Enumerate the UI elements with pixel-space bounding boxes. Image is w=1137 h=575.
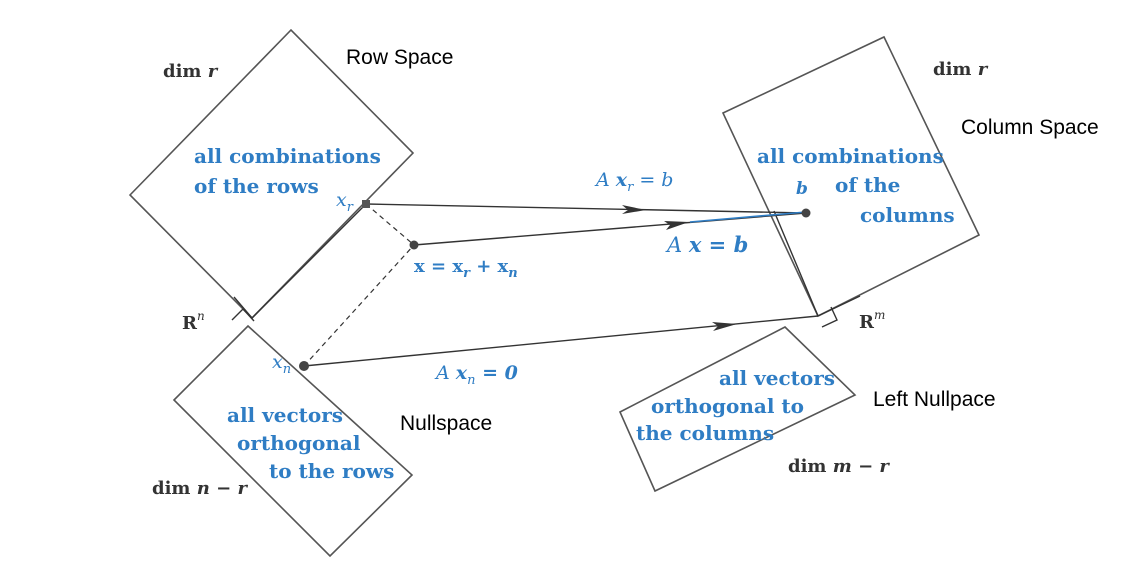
column-space-description-line3: columns xyxy=(860,203,955,227)
axr-equation: A xr = b xyxy=(594,169,673,195)
column-dim-label: dim r xyxy=(933,59,989,80)
arrowhead-x xyxy=(664,221,689,230)
left-nullspace-label: Left Nullpace xyxy=(873,388,996,411)
nullspace-description-line2: orthogonal xyxy=(237,431,361,455)
arrow-xn-to-zero xyxy=(303,315,819,367)
arrowhead-xn xyxy=(712,322,737,331)
nullspace-dim-label: dim n − r xyxy=(152,478,248,499)
nullspace-label: Nullspace xyxy=(400,412,492,435)
left-nullspace-description-line2: orthogonal to xyxy=(651,394,804,418)
rm-label: Rm xyxy=(859,308,885,333)
rn-axis-line xyxy=(251,203,367,319)
nullspace-description-line3: to the rows xyxy=(269,459,394,483)
rn-label: Rn xyxy=(182,309,205,334)
nullspace-description-line1: all vectors xyxy=(227,403,343,427)
xn-label: xn xyxy=(272,351,291,377)
x-point xyxy=(409,240,419,250)
left-nullspace-description-line1: all vectors xyxy=(719,366,835,390)
row-space-description-line1: all combinations xyxy=(194,144,381,168)
left-nullspace-region xyxy=(618,326,857,493)
ax-equation: A x = b xyxy=(665,232,748,257)
xr-point xyxy=(362,200,370,208)
column-space-description-line1: all combinations xyxy=(757,144,944,168)
rm-stub-line xyxy=(817,295,861,317)
left-nullspace-gap xyxy=(626,415,642,449)
row-space-label: Row Space xyxy=(346,46,453,69)
xr-label: xr xyxy=(336,189,354,215)
dashed-xr-to-x xyxy=(365,203,415,246)
row-space-region xyxy=(128,28,415,320)
left-nullspace-dim-label: dim m − r xyxy=(788,456,890,477)
b-point xyxy=(801,208,811,218)
axn-equation: A xn = 0 xyxy=(434,362,518,388)
x-decomposition-label: x = xr + xn xyxy=(414,256,518,281)
arrow-xr-to-b xyxy=(365,203,807,214)
blue-b-segment xyxy=(689,211,807,223)
left-nullspace-description-line3: the columns xyxy=(636,421,774,445)
column-space-description-line2: of the xyxy=(835,173,900,197)
right-angle-mark-rn xyxy=(231,307,255,322)
xn-point xyxy=(299,361,309,371)
arrowhead-xr xyxy=(622,205,646,214)
dashed-xn-to-x xyxy=(303,244,415,367)
b-label: b xyxy=(796,179,808,199)
nullspace-region xyxy=(172,324,414,558)
column-space-label: Column Space xyxy=(961,116,1099,139)
right-angle-mark-rm xyxy=(821,306,838,328)
rn-stub-line xyxy=(233,296,253,319)
row-space-description-line2: of the rows xyxy=(194,174,319,198)
row-dim-label: dim r xyxy=(163,61,219,82)
column-space-region xyxy=(721,35,981,318)
rm-axis-line xyxy=(773,210,819,317)
